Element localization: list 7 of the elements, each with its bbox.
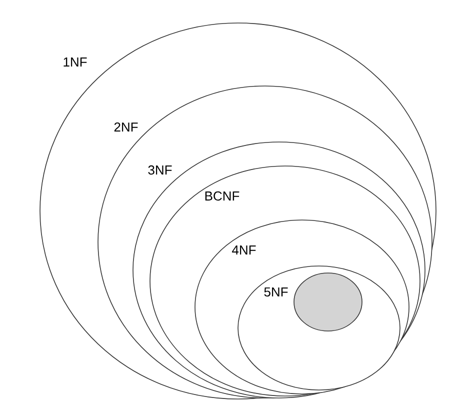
set-ellipse [294,272,362,332]
set-label: BCNF [205,191,240,201]
set-label: 2NF [114,122,138,132]
set-label: 5NF [264,287,288,297]
set-label: 1NF [64,58,87,66]
set-label: 4NF [232,246,256,254]
set-label: 3NF [148,165,172,175]
